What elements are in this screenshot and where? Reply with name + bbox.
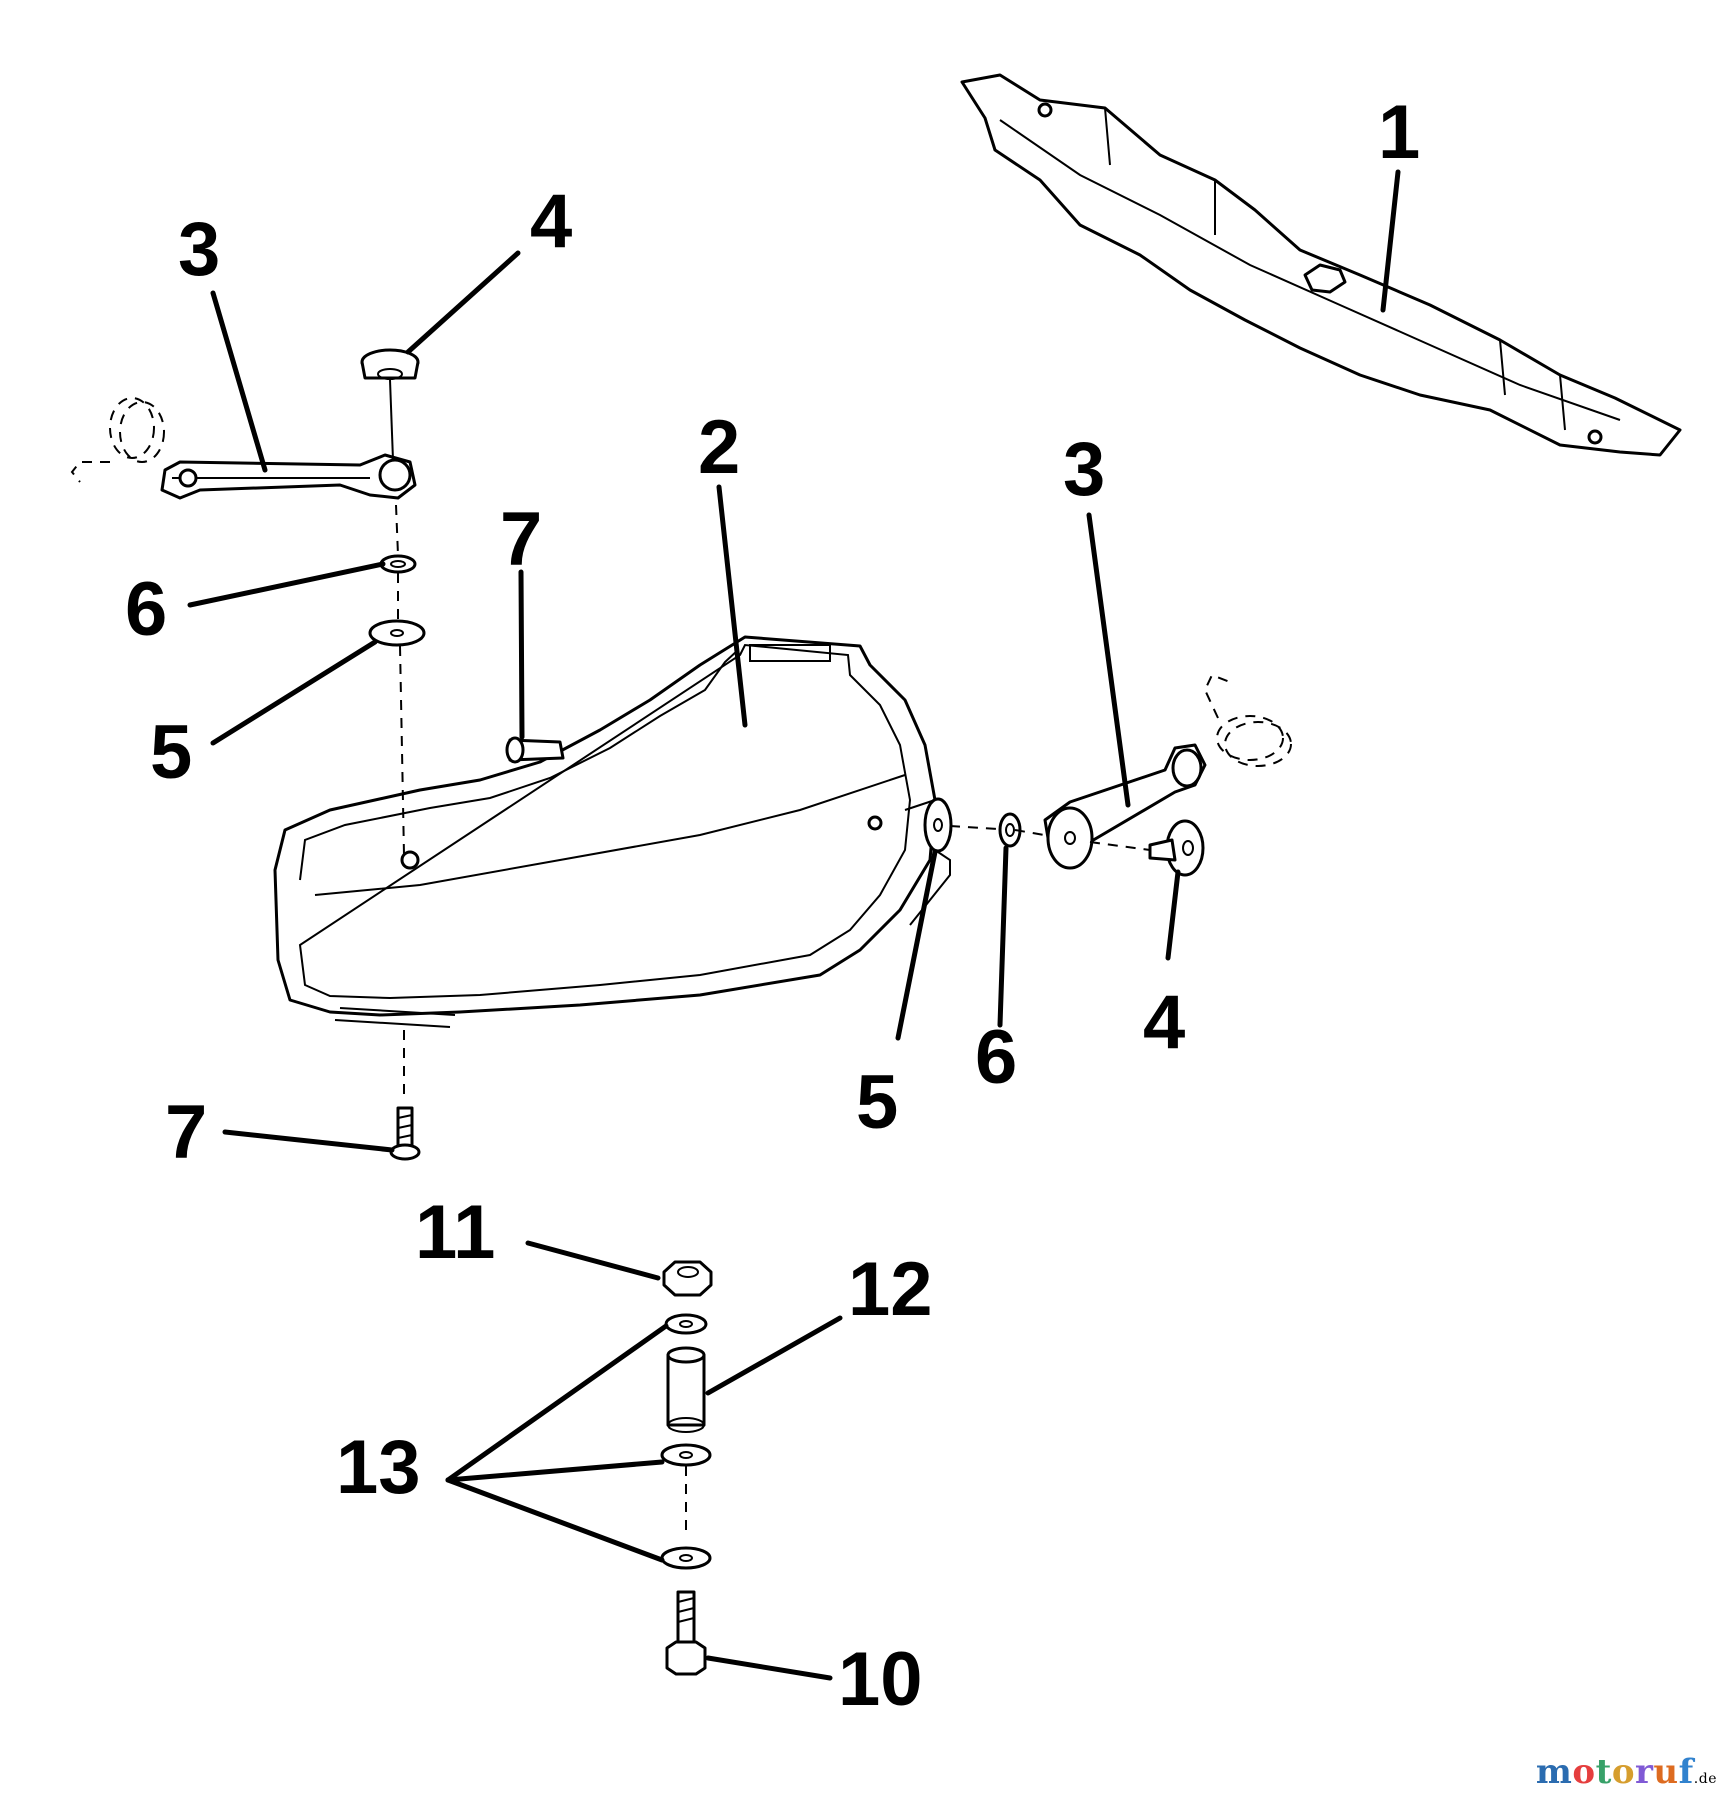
leader-13c <box>445 1477 665 1563</box>
callout-5-left: 5 <box>150 710 192 795</box>
callout-6-right: 6 <box>975 1015 1017 1100</box>
bolt-10 <box>665 1590 707 1676</box>
idler-arm-right <box>1043 673 1292 870</box>
washer-13-middle <box>660 1443 712 1467</box>
mower-blade <box>960 73 1682 457</box>
leader-5b <box>895 849 938 1041</box>
washer-13-top <box>664 1313 708 1335</box>
callout-11: 11 <box>415 1190 495 1275</box>
watermark-suffix: .de <box>1693 1771 1717 1787</box>
washer-5-left <box>368 619 426 647</box>
leader-6b <box>997 845 1009 1028</box>
leader-2 <box>716 484 748 728</box>
callout-7-lower: 7 <box>165 1090 207 1175</box>
leader-5a <box>210 639 378 746</box>
leader-4b <box>1165 869 1181 961</box>
callout-5-right: 5 <box>856 1060 898 1145</box>
pulley-4-right <box>1148 819 1205 877</box>
spacer-12 <box>666 1346 706 1433</box>
idler-arm-left <box>70 397 417 500</box>
leader-13a <box>445 1323 669 1483</box>
callout-10: 10 <box>838 1637 923 1722</box>
callout-4-left: 4 <box>530 179 572 264</box>
washer-6-left <box>379 554 417 574</box>
bolt-7-lower <box>389 1106 421 1161</box>
callout-4-right: 4 <box>1143 980 1185 1065</box>
callout-13: 13 <box>336 1425 421 1510</box>
leader-6a <box>187 561 386 608</box>
leader-3a <box>210 290 268 473</box>
leader-10 <box>705 1655 833 1681</box>
washer-13-bottom <box>660 1546 712 1570</box>
washer-6-right <box>998 812 1022 848</box>
callout-1: 1 <box>1378 90 1420 175</box>
leader-7b <box>222 1129 395 1153</box>
blade-shield <box>273 635 951 1028</box>
watermark-logo: motoruf.de <box>1536 1752 1717 1792</box>
washer-5-right <box>923 797 953 853</box>
leader-13b <box>445 1459 665 1483</box>
leader-1 <box>1380 169 1401 313</box>
callout-12: 12 <box>848 1247 933 1332</box>
leader-7a <box>518 569 525 740</box>
leader-12 <box>705 1315 843 1396</box>
callout-6-left: 6 <box>125 567 167 652</box>
leader-11 <box>525 1240 661 1281</box>
callout-3-right: 3 <box>1063 427 1105 512</box>
bolt-7-upper <box>505 736 565 764</box>
leader-3b <box>1086 512 1131 808</box>
callout-2: 2 <box>698 405 740 490</box>
leader-4a <box>405 250 521 355</box>
watermark-text: motoruf <box>1535 1752 1694 1792</box>
callout-7-upper: 7 <box>500 497 542 582</box>
nut-11 <box>662 1260 713 1297</box>
pulley-4-left <box>360 348 420 461</box>
callout-3-left: 3 <box>178 207 220 292</box>
